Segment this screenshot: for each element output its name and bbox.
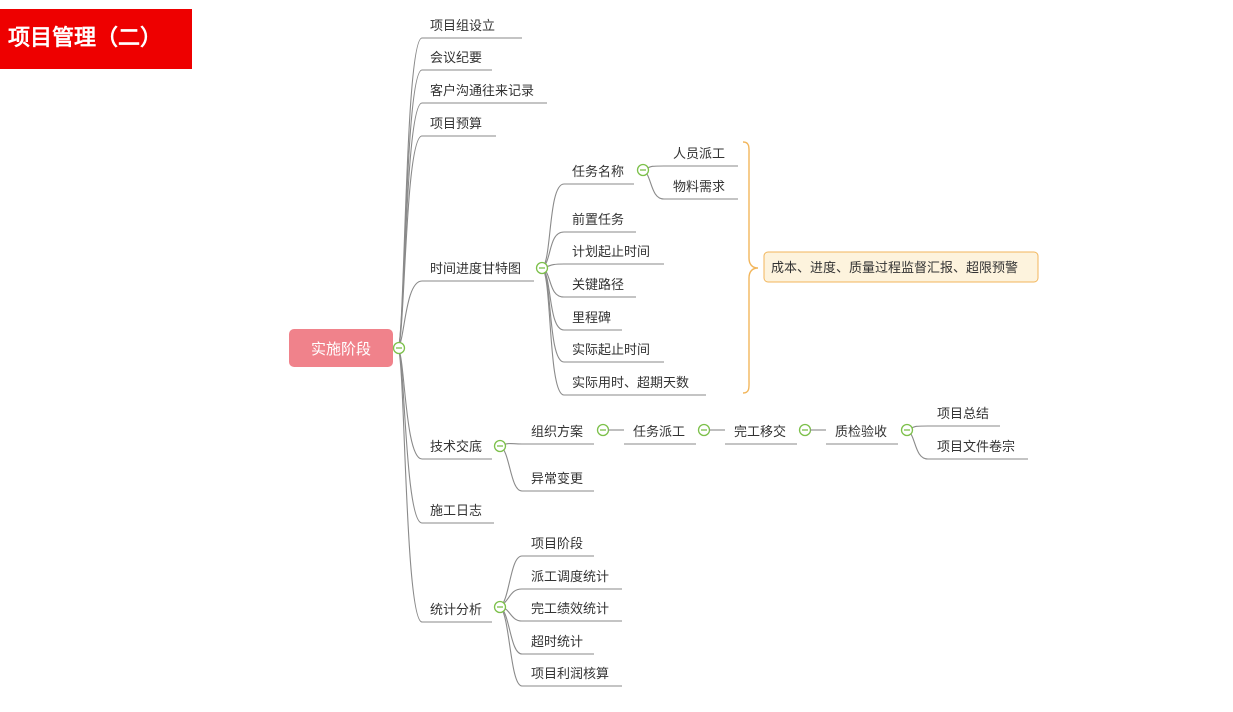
node-meeting-minutes[interactable]: 会议纪要 [422, 51, 492, 71]
collapse-icon[interactable] [535, 261, 549, 275]
collapse-icon[interactable] [493, 600, 507, 614]
node-team-setup[interactable]: 项目组设立 [422, 19, 522, 39]
collapse-icon[interactable] [900, 423, 914, 437]
node-milestone[interactable]: 里程碑 [564, 310, 622, 331]
node-actual-duration[interactable]: 实际用时、超期天数 [564, 376, 706, 396]
svg-text:项目阶段: 项目阶段 [531, 537, 583, 552]
svg-text:质检验收: 质检验收 [835, 424, 887, 440]
node-exception-change[interactable]: 异常变更 [522, 471, 594, 492]
collapse-icon[interactable] [697, 423, 711, 437]
root-label: 实施阶段 [311, 340, 371, 358]
node-overtime-stats[interactable]: 超时统计 [522, 635, 594, 655]
node-critical-path[interactable]: 关键路径 [564, 277, 636, 298]
node-profit-accounting[interactable]: 项目利润核算 [522, 667, 622, 687]
svg-text:组织方案: 组织方案 [531, 424, 583, 440]
node-gantt[interactable]: 时间进度甘特图 [422, 261, 534, 282]
collapse-icon[interactable] [493, 439, 507, 453]
svg-text:物料需求: 物料需求 [673, 180, 725, 195]
node-task-name[interactable]: 任务名称 [564, 164, 634, 185]
root-box [289, 329, 393, 367]
svg-text:统计分析: 统计分析 [430, 603, 482, 618]
svg-text:超时统计: 超时统计 [531, 635, 583, 650]
svg-text:成本、进度、质量过程监督汇报、超限预警: 成本、进度、质量过程监督汇报、超限预警 [771, 260, 1018, 276]
svg-text:派工调度统计: 派工调度统计 [531, 569, 609, 585]
svg-text:计划起止时间: 计划起止时间 [572, 245, 650, 260]
node-handover[interactable]: 完工移交 [725, 424, 797, 445]
svg-text:施工日志: 施工日志 [430, 504, 482, 519]
svg-text:会议纪要: 会议纪要 [430, 51, 482, 66]
svg-text:项目文件卷宗: 项目文件卷宗 [937, 439, 1015, 455]
summary-brace [742, 141, 759, 394]
root-node[interactable]: 实施阶段 [289, 329, 393, 367]
collapse-icon[interactable] [798, 423, 812, 437]
page-title: 项目管理（二） [0, 9, 192, 69]
node-project-files[interactable]: 项目文件卷宗 [928, 439, 1028, 460]
node-actual-time[interactable]: 实际起止时间 [564, 343, 664, 363]
svg-text:人员派工: 人员派工 [673, 147, 725, 162]
svg-text:异常变更: 异常变更 [531, 471, 583, 487]
svg-text:关键路径: 关键路径 [572, 277, 624, 293]
node-construction-log[interactable]: 施工日志 [422, 504, 494, 524]
collapse-icon[interactable] [636, 163, 650, 177]
node-performance-stats[interactable]: 完工绩效统计 [522, 602, 622, 622]
node-qc-acceptance[interactable]: 质检验收 [826, 424, 898, 445]
node-customer-comm[interactable]: 客户沟通往来记录 [422, 83, 547, 104]
svg-text:项目利润核算: 项目利润核算 [531, 667, 609, 682]
svg-text:完工绩效统计: 完工绩效统计 [531, 602, 609, 617]
node-task-dispatch[interactable]: 任务派工 [624, 424, 696, 445]
collapse-icon[interactable] [392, 341, 406, 355]
summary-node[interactable]: 成本、进度、质量过程监督汇报、超限预警 [763, 251, 1039, 283]
node-budget[interactable]: 项目预算 [422, 117, 496, 137]
node-staff-dispatch[interactable]: 人员派工 [664, 147, 738, 167]
svg-text:项目总结: 项目总结 [937, 407, 989, 422]
svg-text:时间进度甘特图: 时间进度甘特图 [430, 261, 521, 277]
node-dispatch-stats[interactable]: 派工调度统计 [522, 569, 622, 590]
svg-text:实际用时、超期天数: 实际用时、超期天数 [572, 376, 689, 391]
node-project-phase[interactable]: 项目阶段 [522, 537, 594, 557]
node-org-plan[interactable]: 组织方案 [522, 424, 594, 445]
svg-text:任务名称: 任务名称 [572, 164, 624, 180]
svg-text:任务派工: 任务派工 [633, 424, 685, 440]
svg-text:前置任务: 前置任务 [572, 212, 624, 228]
collapse-icon[interactable] [596, 423, 610, 437]
svg-text:客户沟通往来记录: 客户沟通往来记录 [430, 83, 534, 99]
svg-text:实际起止时间: 实际起止时间 [572, 343, 650, 358]
node-project-summary[interactable]: 项目总结 [928, 407, 1000, 427]
svg-text:完工移交: 完工移交 [734, 424, 786, 440]
node-material-demand[interactable]: 物料需求 [664, 180, 738, 200]
svg-text:项目组设立: 项目组设立 [430, 19, 495, 34]
node-planned-time[interactable]: 计划起止时间 [564, 245, 664, 265]
svg-text:技术交底: 技术交底 [430, 439, 482, 455]
node-tech[interactable]: 技术交底 [422, 439, 492, 460]
svg-text:项目预算: 项目预算 [430, 117, 482, 132]
node-stats[interactable]: 统计分析 [422, 603, 492, 623]
svg-text:里程碑: 里程碑 [572, 310, 611, 326]
node-pre-task[interactable]: 前置任务 [564, 212, 636, 233]
